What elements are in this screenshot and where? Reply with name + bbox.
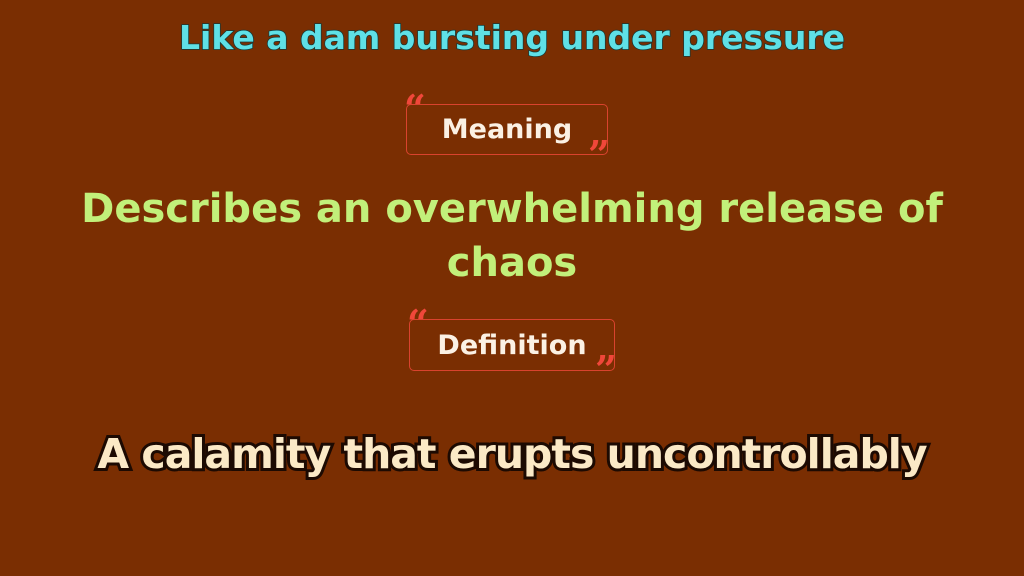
close-quote-icon: ” — [595, 347, 617, 392]
open-quote-icon: “ — [407, 301, 429, 346]
definition-label: Definition — [437, 329, 587, 361]
definition-label-box: Definition — [409, 319, 615, 371]
meaning-text: Describes an overwhelming release of cha… — [0, 182, 1024, 290]
meaning-label-box: Meaning — [406, 104, 608, 155]
idiom-title: Like a dam bursting under pressure — [178, 17, 845, 58]
meaning-text-line-1: Describes an overwhelming release of — [81, 186, 943, 232]
definition-text: A calamity that erupts uncontrollably — [94, 427, 930, 481]
open-quote-icon: “ — [404, 86, 426, 131]
meaning-label: Meaning — [441, 114, 573, 145]
close-quote-icon: ” — [588, 132, 610, 177]
meaning-text-line-2: chaos — [446, 240, 578, 286]
